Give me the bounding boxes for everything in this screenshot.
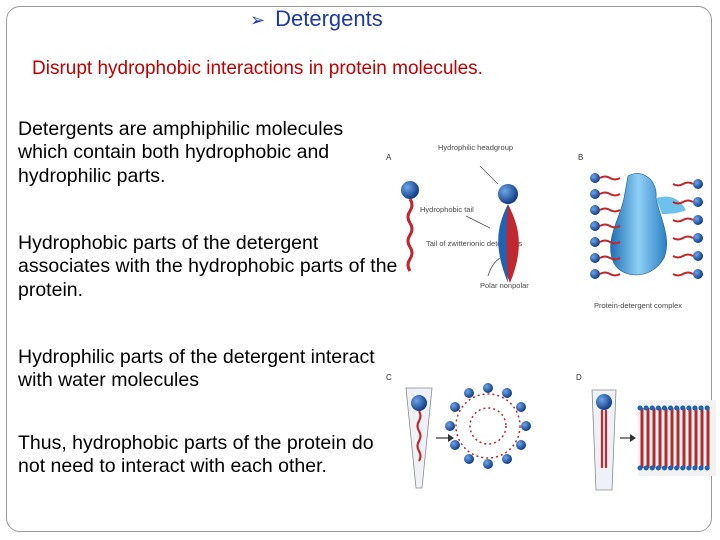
detergent-tail (599, 191, 621, 197)
detergent-head (693, 251, 703, 261)
panel-a: A Hydrophilic headgroup Hydrophobic tail… (386, 143, 529, 290)
detergent-tail (599, 255, 621, 261)
paragraph-hydrophobic: Hydrophobic parts of the detergent assoc… (18, 232, 398, 301)
detergent-tail (672, 217, 694, 223)
panel-a-letter: A (386, 153, 392, 162)
detergent-tail (599, 175, 621, 181)
left-detergent-row (590, 173, 621, 279)
pointer-line (465, 215, 491, 229)
detergent-tail (406, 198, 414, 272)
micelle-head (483, 459, 493, 469)
bilayer-tails (640, 408, 710, 468)
micelle-head (464, 454, 474, 464)
detergent-head (693, 179, 703, 189)
right-detergent-row (672, 179, 703, 279)
panel-b-letter: B (578, 153, 583, 162)
arrow-bullet-icon: ➢ (250, 10, 266, 30)
paragraph-conclusion: Thus, hydrophobic parts of the protein d… (18, 432, 374, 478)
zwitterion-head (498, 184, 518, 204)
pointer-line (479, 165, 499, 185)
micelle (445, 383, 531, 469)
panel-d-letter: D (576, 373, 582, 382)
detergent-tail (672, 199, 694, 205)
detergent-diagram: A Hydrophilic headgroup Hydrophobic tail… (386, 143, 716, 491)
detergent-tail (599, 207, 621, 213)
bilayer (637, 405, 715, 471)
label-polar-nonpolar: Polar nonpolar (480, 281, 529, 290)
detergent-tail (672, 271, 694, 277)
micelle-head (450, 402, 460, 412)
micelle-head (516, 402, 526, 412)
detergent-tail (672, 253, 694, 259)
micelle-core (469, 407, 507, 445)
detergent-head (693, 197, 703, 207)
detergent-tail (672, 181, 694, 187)
detergent-head (590, 205, 600, 215)
micelle-head (464, 388, 474, 398)
detergent-head (411, 395, 427, 411)
panel-b: B Protein-detergent complex (578, 153, 703, 310)
detergent-tail (599, 223, 621, 229)
title-text: Detergents (275, 6, 383, 31)
micelle-head (483, 383, 493, 393)
label-hydrophobic-tail: Hydrophobic tail (420, 205, 474, 214)
micelle-head (450, 440, 460, 450)
pointer-line (487, 257, 501, 277)
micelle-head (502, 454, 512, 464)
slide-frame (6, 6, 712, 532)
detergent-head (693, 269, 703, 279)
detergent-tail (672, 235, 694, 241)
panel-d: D (576, 373, 716, 491)
detergent-head (693, 215, 703, 225)
paragraph-hydrophilic: Hydrophilic parts of the detergent inter… (18, 346, 375, 392)
detergent-tail (416, 410, 422, 462)
detergent-head (401, 181, 419, 199)
detergent-head (590, 253, 600, 263)
protein-loop (656, 196, 686, 214)
micelle-head (445, 421, 455, 431)
arrow-head-icon (448, 434, 454, 442)
detergent-head (693, 233, 703, 243)
zwitterion-tail-blue (498, 204, 508, 283)
panel-c: C (386, 373, 531, 489)
detergent-head (596, 394, 612, 410)
detergent-tail-double (600, 410, 608, 468)
cone-shape (405, 387, 433, 489)
slide-title: ➢ Detergents (250, 6, 383, 32)
label-hydrophilic-headgroup: Hydrophilic headgroup (438, 143, 513, 152)
micelle-head (502, 388, 512, 398)
detergent-head (590, 237, 600, 247)
detergent-head (590, 269, 600, 279)
paragraph-amphiphilic: Detergents are amphiphilic molecules whi… (18, 118, 344, 187)
slide-subtitle: Disrupt hydrophobic interactions in prot… (32, 58, 483, 79)
detergent-tail (599, 271, 621, 277)
micelle-head (516, 440, 526, 450)
label-tail-zwitterionic: Tail of zwitterionic detergents (426, 239, 523, 248)
detergent-head (590, 221, 600, 231)
detergent-head (590, 189, 600, 199)
label-protein-detergent-complex: Protein-detergent complex (594, 301, 682, 310)
cylinder-shape (591, 389, 617, 491)
detergent-tail (599, 239, 621, 245)
panel-c-letter: C (386, 373, 392, 382)
detergent-head (590, 173, 600, 183)
arrow-head-icon (630, 434, 636, 442)
membrane-protein (610, 173, 667, 276)
micelle-head (521, 421, 531, 431)
micelle-tails (455, 393, 521, 459)
